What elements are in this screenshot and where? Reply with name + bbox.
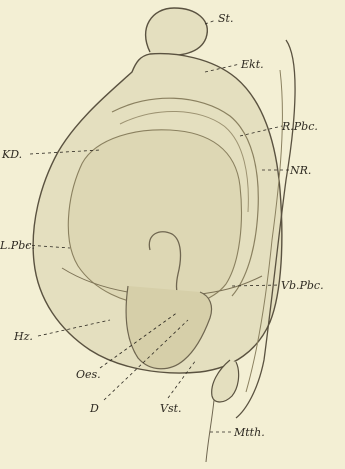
label-st: St. xyxy=(218,12,233,25)
heart-body xyxy=(68,130,241,307)
label-l-pbc: L.Pbc. xyxy=(0,239,35,252)
label-mtth: Mtth. xyxy=(233,426,265,439)
label-oes: Oes. xyxy=(76,368,101,381)
label-nr: NR. xyxy=(289,164,311,177)
label-vst: Vst. xyxy=(160,402,182,415)
label-r-pbc: R.Pbc. xyxy=(281,120,318,133)
label-d: D xyxy=(89,402,99,415)
label-ekt: Ekt. xyxy=(240,58,264,71)
label-vb-pbc: Vb.Pbc. xyxy=(281,279,324,292)
label-kd: KD. xyxy=(1,148,22,161)
label-hz: Hz. xyxy=(13,330,33,343)
